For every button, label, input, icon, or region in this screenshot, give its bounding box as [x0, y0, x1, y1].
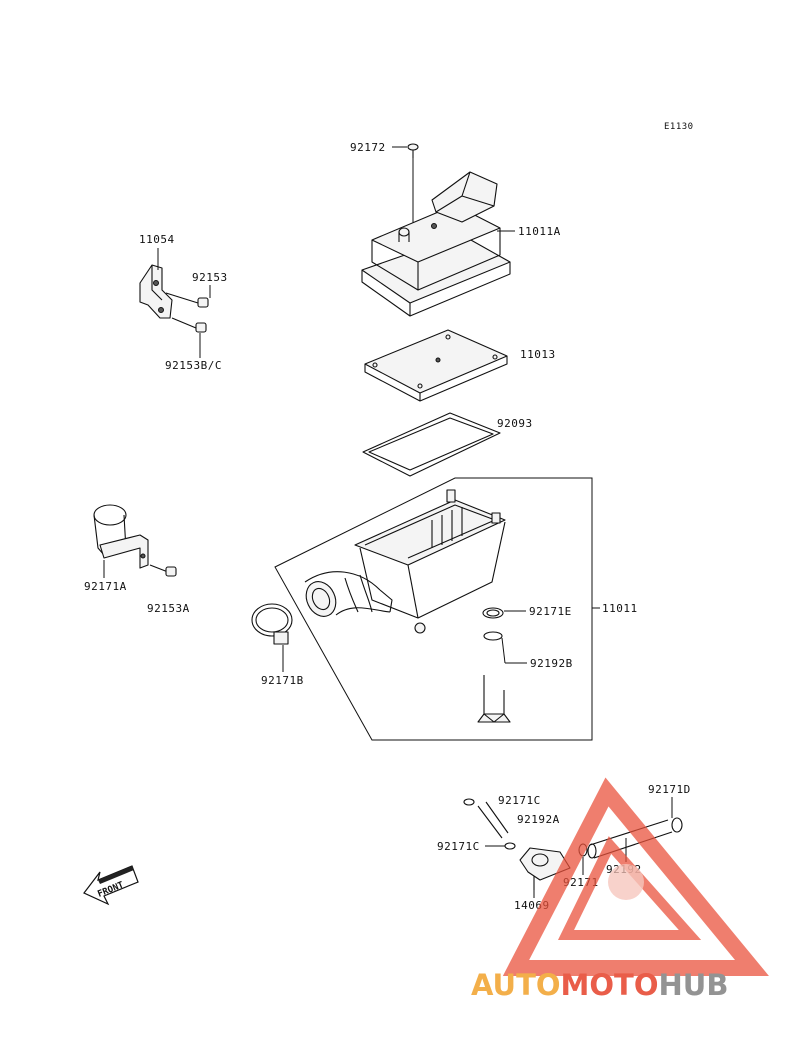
drain-tube-drawing	[477, 675, 511, 723]
screw-92172-drawing	[407, 143, 419, 158]
label-92172[interactable]: 92172	[350, 141, 386, 154]
label-11013[interactable]: 11013	[520, 348, 556, 361]
front-arrow-icon: FRONT	[83, 865, 139, 906]
label-92093[interactable]: 92093	[497, 417, 533, 430]
label-92171C-left[interactable]: 92171C	[437, 840, 480, 853]
bracket-11054-drawing	[139, 264, 173, 319]
label-11011[interactable]: 11011	[602, 602, 638, 615]
label-92192A[interactable]: 92192A	[517, 813, 560, 826]
bolt-92153A-drawing	[149, 564, 177, 577]
diagram-code: E1130	[664, 122, 694, 132]
label-92153BC[interactable]: 92153B/C	[165, 359, 222, 372]
svg-text:AUTOMOTOHUB: AUTOMOTOHUB	[471, 968, 728, 1002]
label-92153A[interactable]: 92153A	[147, 602, 190, 615]
label-92192B[interactable]: 92192B	[530, 657, 573, 670]
case-11011-drawing	[304, 489, 506, 634]
assembly-11011-frame	[274, 477, 593, 741]
label-92171E[interactable]: 92171E	[529, 605, 572, 618]
clamp-92171B-drawing	[251, 603, 293, 645]
watermark-hub: HUB	[659, 968, 729, 1002]
clamp-92171E-drawing	[482, 607, 504, 619]
ring-92192B-drawing	[483, 631, 503, 641]
bolt-92153BC-drawing	[171, 317, 207, 333]
label-92171A[interactable]: 92171A	[84, 580, 127, 593]
label-92171C-top[interactable]: 92171C	[498, 794, 541, 807]
label-11054[interactable]: 11054	[139, 233, 175, 246]
clamp-92171A-drawing	[93, 504, 149, 569]
bolt-92153-drawing	[165, 292, 209, 308]
label-92171B[interactable]: 92171B	[261, 674, 304, 687]
element-11013-drawing	[364, 329, 508, 402]
watermark-logo: AUTOMOTOHUB	[471, 777, 769, 1002]
label-11011A[interactable]: 11011A	[518, 225, 561, 238]
cover-11011A-drawing	[361, 171, 511, 317]
label-92171D[interactable]: 92171D	[648, 783, 691, 796]
gasket-92093-drawing	[362, 412, 501, 477]
label-92153[interactable]: 92153	[192, 271, 228, 284]
watermark-moto: MOTO	[561, 968, 659, 1002]
watermark-auto: AUTO	[471, 968, 561, 1002]
